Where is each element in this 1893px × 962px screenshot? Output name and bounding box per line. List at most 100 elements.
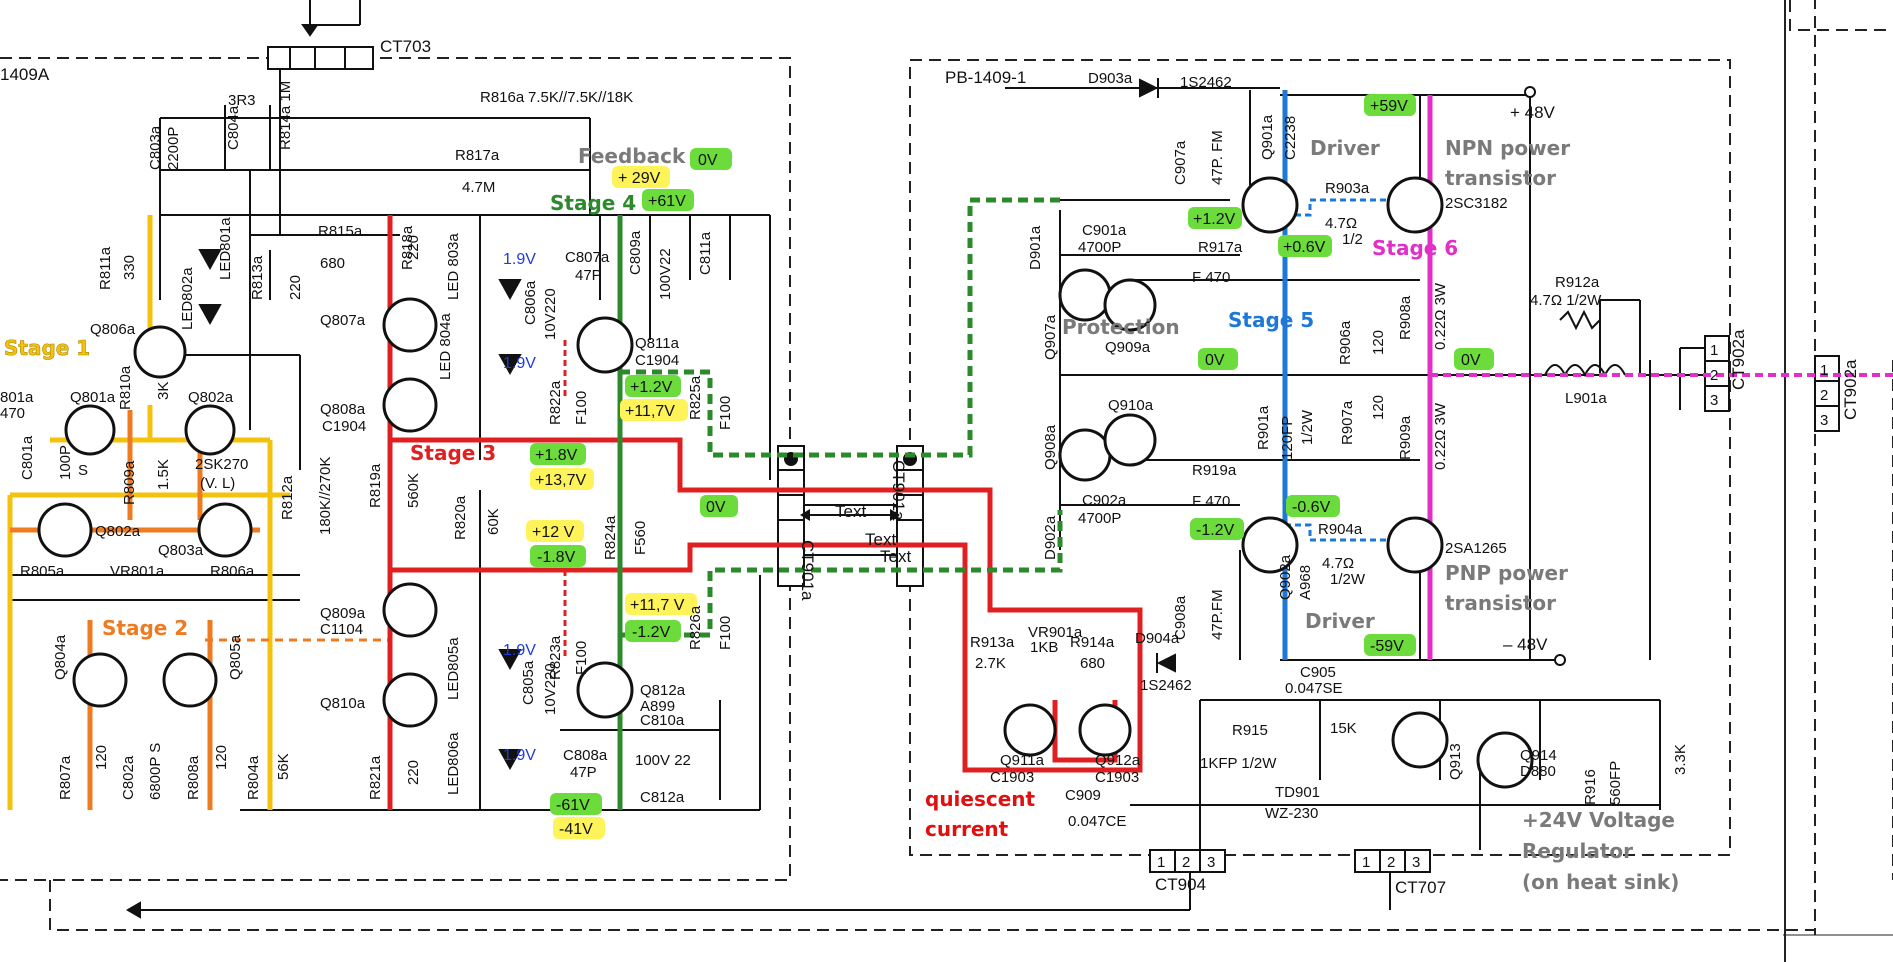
svg-text:1/2: 1/2: [1342, 231, 1363, 248]
svg-text:Q801a: Q801a: [70, 389, 116, 406]
svg-text:+1.2V: +1.2V: [630, 379, 673, 396]
svg-text:4.7Ω 1/2W: 4.7Ω 1/2W: [1530, 292, 1602, 309]
svg-text:1S2462: 1S2462: [1140, 677, 1192, 694]
svg-text:47P. FM: 47P. FM: [1209, 130, 1226, 185]
svg-text:Q913: Q913: [1447, 743, 1464, 780]
pnp-label-2: transistor: [1445, 591, 1556, 615]
text-label-1: Text: [835, 502, 866, 521]
svg-text:C802a: C802a: [120, 755, 137, 800]
tag-m59v: -59V: [1364, 634, 1416, 656]
q808a-symbol: [382, 377, 438, 433]
ct901a-left-label: CT901a: [798, 540, 817, 601]
q809a-symbol: [382, 582, 438, 638]
protection-label: Protection: [1062, 315, 1180, 339]
svg-text:330: 330: [121, 255, 138, 280]
svg-text:100P: 100P: [57, 445, 74, 480]
svg-text:F100: F100: [573, 641, 590, 675]
regulator-label-3: (on heat sink): [1522, 870, 1679, 894]
connector-labels: 1409A PB-1409-1 CT703 CT901a CT901a CT90…: [0, 37, 1860, 897]
svg-text:1KFP 1/2W: 1KFP 1/2W: [1200, 755, 1277, 772]
q801a-symbol: [64, 404, 116, 456]
ct901a-right-label: CT901a: [889, 460, 908, 521]
tag-p1-2v-b: +1.2V: [1188, 207, 1242, 229]
q909a-symbol: [1103, 278, 1157, 332]
svg-text:1: 1: [1710, 342, 1718, 359]
svg-text:680: 680: [1080, 655, 1105, 672]
black-wiring: [10, 0, 1840, 919]
quiescent-label-2: current: [925, 817, 1009, 841]
q804a-symbol: [72, 652, 128, 708]
led-voltages: 1.9V 1.9V 1.9V 1.9V: [503, 251, 536, 764]
svg-text:+1.2V: +1.2V: [1193, 211, 1236, 228]
svg-text:2SA1265: 2SA1265: [1445, 540, 1507, 557]
svg-text:C806a: C806a: [522, 280, 539, 325]
svg-text:47P: 47P: [570, 764, 597, 781]
svg-text:R820a: R820a: [452, 495, 469, 540]
feedback-label: Feedback: [578, 144, 686, 168]
q806a-symbol: [133, 325, 187, 379]
tag-p59v: +59V: [1364, 94, 1416, 116]
svg-text:F560: F560: [632, 521, 649, 555]
svg-text:(V. L): (V. L): [200, 475, 235, 492]
svg-text:Q806a: Q806a: [90, 321, 136, 338]
svg-text:R819a: R819a: [367, 463, 384, 508]
pin-numbers: 1 2 3 1 2 3 1 2 3 1 2 3: [1157, 342, 1828, 871]
svg-text:C905: C905: [1300, 664, 1336, 681]
svg-text:Q908a: Q908a: [1042, 424, 1059, 470]
svg-text:+13,7V: +13,7V: [535, 472, 586, 489]
driver-top-label: Driver: [1310, 136, 1380, 160]
led801a-symbol: [198, 249, 222, 271]
svg-text:R919a: R919a: [1192, 462, 1237, 479]
svg-text:0V: 0V: [706, 499, 726, 516]
tag-p61v: +61V: [642, 189, 694, 211]
rail-m48: – 48V: [1503, 635, 1548, 654]
svg-text:10V220: 10V220: [542, 288, 559, 340]
tag-0v-a: 0V: [1198, 348, 1238, 370]
svg-text:R806a: R806a: [210, 563, 255, 580]
stage6-label: Stage 6: [1372, 236, 1458, 260]
svg-text:R811a: R811a: [97, 246, 114, 290]
svg-text:56K: 56K: [275, 753, 292, 780]
svg-text:-41V: -41V: [559, 821, 593, 838]
q907a-symbol: [1058, 268, 1112, 322]
svg-text:Q805a: Q805a: [227, 634, 244, 680]
svg-text:C1904: C1904: [635, 352, 679, 369]
svg-text:R916: R916: [1582, 769, 1599, 805]
svg-text:Q907a: Q907a: [1042, 314, 1059, 360]
tag-m1-8v: -1.8V: [530, 545, 586, 567]
q802a-symbol: [37, 502, 93, 558]
svg-text:Q910a: Q910a: [1108, 397, 1154, 414]
leds: [198, 249, 522, 771]
svg-text:F100: F100: [573, 391, 590, 425]
svg-text:3R3: 3R3: [228, 92, 256, 109]
svg-text:C807a: C807a: [565, 249, 610, 266]
svg-text:R903a: R903a: [1325, 180, 1370, 197]
svg-text:D903a: D903a: [1088, 70, 1133, 87]
q803a-symbol: [197, 502, 253, 558]
svg-text:+61V: +61V: [648, 193, 686, 210]
svg-text:Q901a: Q901a: [1259, 114, 1276, 160]
svg-text:0.22Ω 3W: 0.22Ω 3W: [1432, 282, 1449, 350]
svg-text:VR801a: VR801a: [110, 563, 165, 580]
stage-traces: [7, 90, 1893, 810]
svg-text:C902a: C902a: [1082, 492, 1127, 509]
svg-text:R901a: R901a: [1255, 405, 1272, 450]
led804a-symbol: [498, 354, 522, 376]
svg-text:2200P: 2200P: [165, 127, 182, 170]
tag-m1-2v-b: -1.2V: [1190, 518, 1244, 540]
svg-text:2: 2: [1387, 854, 1395, 871]
svg-text:C1904: C1904: [322, 418, 366, 435]
svg-text:LED802a: LED802a: [179, 267, 196, 330]
svg-text:47P.FM: 47P.FM: [1209, 589, 1226, 640]
text-label-2: Text: [865, 530, 896, 549]
tag-p13-7v: +13,7V: [530, 468, 594, 490]
tag-p11-7v-a: +11,7V: [620, 399, 688, 421]
svg-text:R818a: R818a: [399, 225, 416, 270]
svg-text:0.047SE: 0.047SE: [1285, 680, 1343, 697]
svg-text:C1903: C1903: [1095, 769, 1139, 786]
svg-text:Q811a: Q811a: [635, 335, 680, 352]
ct707-label: CT707: [1395, 878, 1446, 897]
board-right-id: PB-1409-1: [945, 68, 1026, 87]
ct904-label: CT904: [1155, 875, 1206, 894]
